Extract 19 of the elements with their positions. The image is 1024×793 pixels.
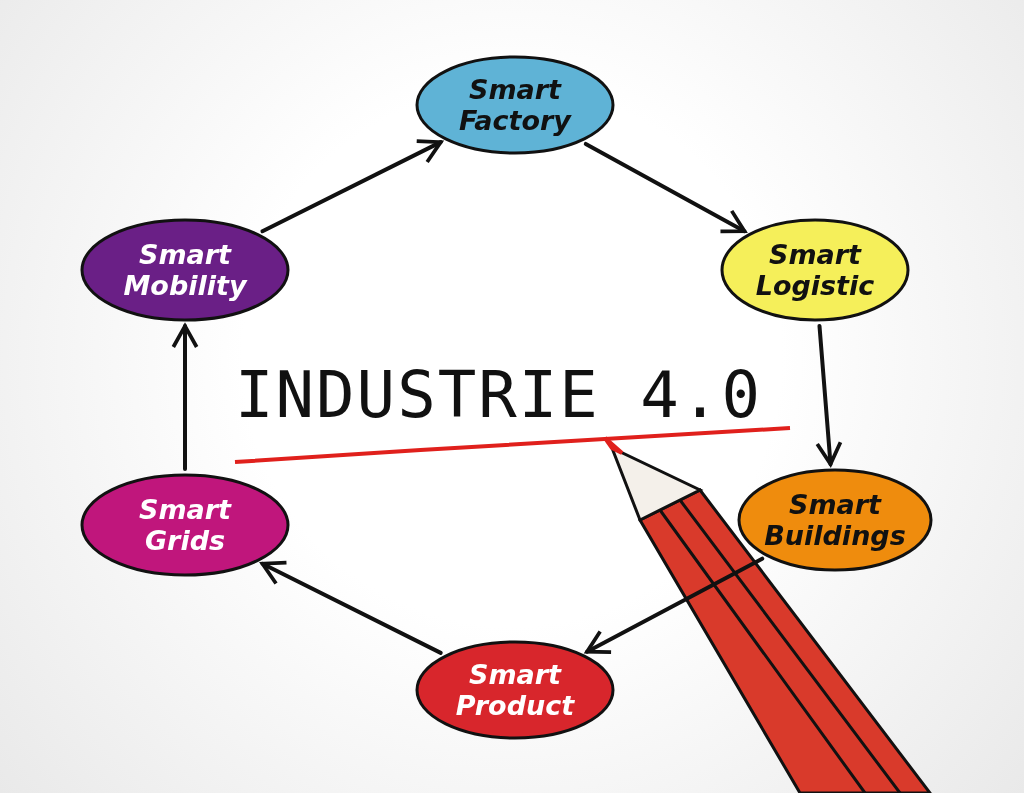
node-label: Smart Factory [458, 73, 573, 137]
arrow [585, 556, 765, 655]
node-label: Smart Buildings [763, 488, 907, 552]
arrow [171, 324, 199, 471]
ellipse-node [80, 473, 290, 577]
ellipse-node [737, 468, 933, 572]
node-label: Smart Logistic [754, 238, 876, 302]
arrow [260, 560, 443, 655]
arrow [583, 141, 747, 234]
ellipse-node [415, 640, 615, 740]
arrow [260, 139, 443, 234]
node-label: Smart Product [454, 658, 576, 722]
node-label: Smart Mobility [122, 238, 249, 302]
node-label: Smart Grids [138, 493, 233, 557]
ellipse-node [720, 218, 910, 322]
arrow [815, 323, 843, 467]
ellipse-node [80, 218, 290, 322]
title: INDUSTRIE 4.0 [235, 358, 762, 432]
ellipse-node [415, 55, 615, 155]
